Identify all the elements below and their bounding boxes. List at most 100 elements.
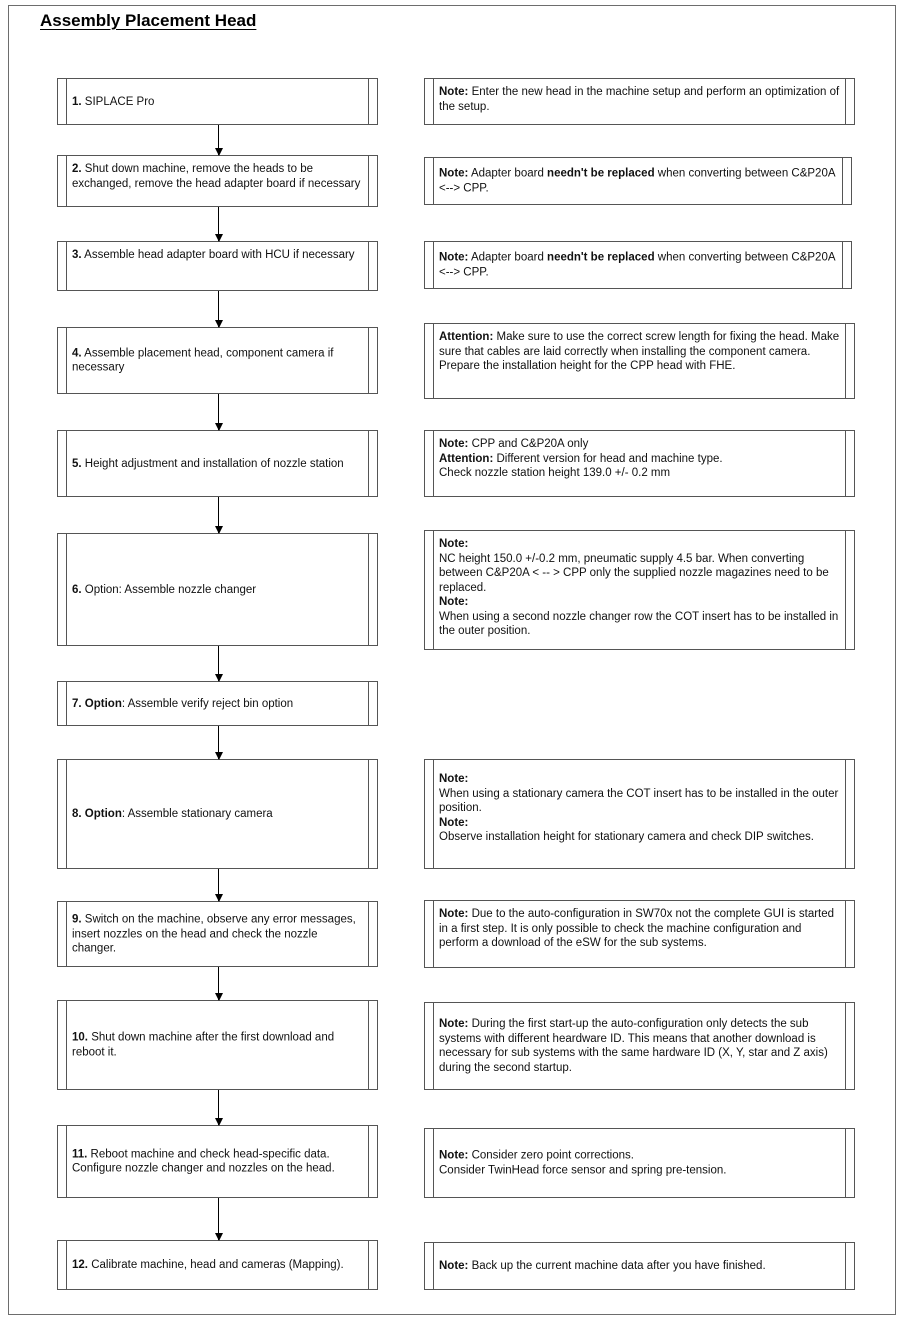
note-line: NC height 150.0 +/-0.2 mm, pneumatic sup… (439, 553, 829, 594)
box-rail-right (368, 759, 369, 869)
note-label: Note: (439, 773, 469, 785)
note-label: Note: (439, 596, 469, 608)
note-body-tail: when converting between C&P20A <--> CPP. (439, 167, 835, 195)
connector-arrow-8-9 (214, 869, 223, 902)
box-rail-right (845, 78, 846, 125)
note-text: Note: Adapter board needn't be replaced … (439, 251, 837, 280)
note-body: Check nozzle station height 139.0 +/- 0.… (439, 467, 671, 479)
note-box-10: Note: During the first start-up the auto… (424, 1002, 855, 1090)
box-rail-right (845, 900, 846, 968)
box-rail-right (842, 241, 843, 289)
note-label: Note: (439, 816, 469, 829)
note-body: Different version for head and machine t… (493, 452, 723, 465)
box-rail-left (433, 78, 434, 125)
note-line: When using a second nozzle changer row t… (439, 611, 838, 638)
note-box-1: Note: Enter the new head in the machine … (424, 78, 855, 125)
note-label: Note: (439, 167, 469, 180)
step-body: Shut down machine, remove the heads to b… (72, 163, 361, 190)
note-label: Attention: (439, 452, 494, 465)
step-text: 12. Calibrate machine, head and cameras … (72, 1258, 363, 1273)
box-rail-right (368, 327, 369, 394)
box-rail-left (433, 530, 434, 650)
note-line: Attention: Make sure to use the correct … (439, 331, 839, 358)
note-line: Consider TwinHead force sensor and sprin… (439, 1164, 726, 1176)
step-number: 8. (72, 807, 82, 820)
step-box-11: 11. Reboot machine and check head-specif… (57, 1125, 378, 1198)
step-text: 8. Option: Assemble stationary camera (72, 807, 363, 822)
step-option-label: Option (84, 697, 122, 710)
note-label: Note: (439, 1259, 469, 1272)
step-number: 4. (72, 347, 82, 359)
note-line: Observe installation height for stationa… (439, 831, 814, 843)
connector-arrow-1-2 (214, 125, 223, 156)
note-text: Note: When using a stationary camera the… (439, 772, 840, 845)
box-rail-right (368, 1125, 369, 1198)
note-body: When using a second nozzle changer row t… (439, 610, 839, 638)
step-number: 3. (72, 249, 82, 261)
note-line: Attention: Different version for head an… (439, 453, 723, 465)
note-emphasis: needn't be replaced (547, 167, 655, 180)
box-rail-left (433, 759, 434, 869)
step-box-12: 12. Calibrate machine, head and cameras … (57, 1240, 378, 1290)
note-body: Enter the new head in the machine setup … (439, 86, 840, 113)
connector-arrow-4-5 (214, 394, 223, 431)
box-rail-right (845, 1002, 846, 1090)
box-rail-right (368, 681, 369, 726)
note-line: Note: CPP and C&P20A only (439, 438, 588, 450)
box-rail-left (66, 430, 67, 497)
note-body: Adapter board (468, 251, 548, 264)
step-body: Shut down machine after the first downlo… (72, 1031, 335, 1059)
note-text: Note: Due to the auto-configuration in S… (439, 907, 840, 951)
step-text: 5. Height adjustment and installation of… (72, 456, 363, 471)
box-rail-right (368, 901, 369, 967)
note-box-11: Note: Consider zero point corrections. C… (424, 1128, 855, 1198)
box-rail-right (368, 430, 369, 497)
step-text: 1. SIPLACE Pro (72, 94, 363, 109)
step-box-6: 6. Option: Assemble nozzle changer (57, 533, 378, 646)
note-text: Note: Adapter board needn't be replaced … (439, 167, 837, 196)
box-rail-right (845, 323, 846, 399)
note-line: Note: (439, 596, 468, 608)
step-number: 7. (72, 697, 82, 710)
note-label: Attention: (439, 331, 494, 343)
box-rail-right (845, 1128, 846, 1198)
step-number: 6. (72, 583, 82, 596)
box-rail-left (66, 901, 67, 967)
note-body: CPP and C&P20A only (468, 438, 589, 450)
note-body: Due to the auto-configuration in SW70x n… (439, 908, 835, 949)
box-rail-left (433, 430, 434, 497)
note-label: Note: (439, 1018, 469, 1030)
connector-arrow-7-8 (214, 726, 223, 760)
step-text: 9. Switch on the machine, observe any er… (72, 912, 363, 956)
box-rail-right (845, 1242, 846, 1290)
step-text: 6. Option: Assemble nozzle changer (72, 582, 363, 597)
note-line: Prepare the installation height for the … (439, 360, 735, 372)
box-rail-left (66, 681, 67, 726)
box-rail-right (845, 759, 846, 869)
note-text: Note: Back up the current machine data a… (439, 1259, 840, 1274)
note-text: Note: NC height 150.0 +/-0.2 mm, pneumat… (439, 537, 840, 639)
step-body: Calibrate machine, head and cameras (Map… (88, 1258, 344, 1271)
step-body: Assemble head adapter board with HCU if … (81, 249, 355, 261)
connector-arrow-6-7 (214, 646, 223, 682)
box-rail-right (368, 1000, 369, 1090)
step-box-7: 7. Option: Assemble verify reject bin op… (57, 681, 378, 726)
note-label: Note: (439, 908, 469, 920)
step-body: : Assemble stationary camera (121, 807, 273, 820)
note-body: Consider zero point corrections. (468, 1149, 634, 1162)
note-body: Consider TwinHead force sensor and sprin… (439, 1164, 727, 1176)
box-rail-right (368, 155, 369, 207)
box-rail-right (845, 430, 846, 497)
step-number: 11. (72, 1148, 88, 1160)
note-box-5: Note: CPP and C&P20A only Attention: Dif… (424, 430, 855, 497)
step-body: Assemble placement head, component camer… (72, 347, 334, 374)
note-text: Note: Enter the new head in the machine … (439, 85, 840, 114)
step-number: 2. (72, 163, 82, 175)
note-box-4: Attention: Make sure to use the correct … (424, 323, 855, 399)
box-rail-left (433, 241, 434, 289)
box-rail-left (433, 1242, 434, 1290)
note-line: Note: (439, 773, 468, 785)
box-rail-left (66, 533, 67, 646)
box-rail-right (368, 78, 369, 125)
note-body: When using a stationary camera the COT i… (439, 787, 839, 815)
